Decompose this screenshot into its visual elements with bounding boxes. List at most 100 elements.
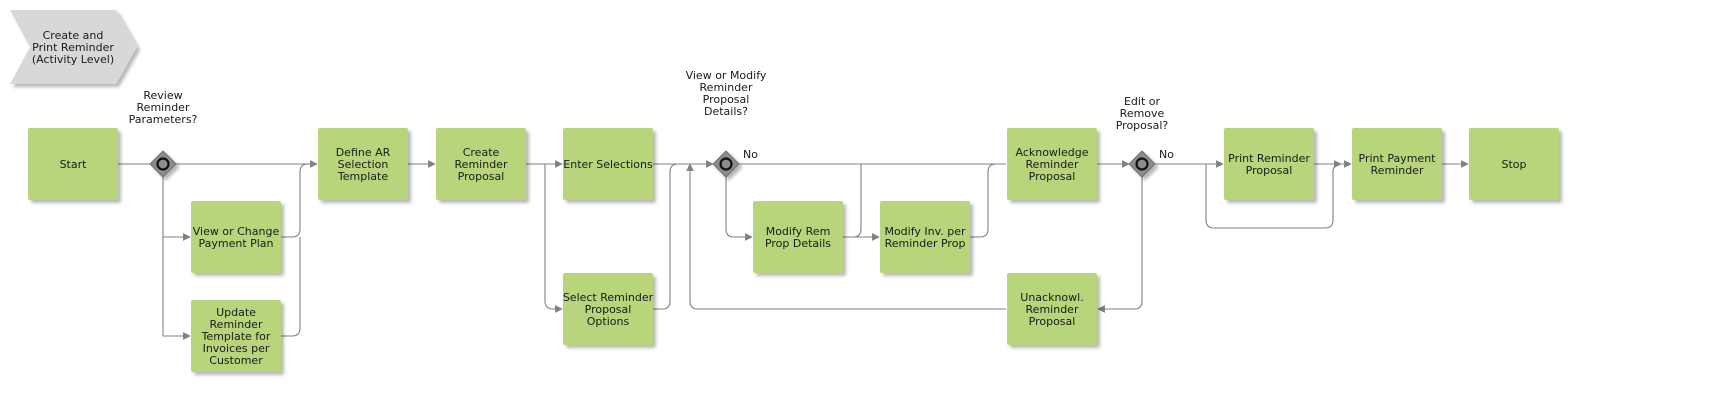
gateway-question-line: View or Modify — [686, 69, 767, 82]
gateway-question-line: Parameters? — [129, 113, 198, 126]
activity-label-line: Start — [60, 158, 88, 171]
gateway-circle-icon — [1135, 157, 1149, 171]
connector — [162, 177, 191, 241]
activity-label-line: Reminder — [455, 158, 508, 171]
activity-label-line: Payment Plan — [198, 237, 273, 250]
activity-label-line: Template for — [201, 330, 271, 343]
gateway-diamond — [712, 150, 740, 178]
gateway-question-line: Reminder — [700, 81, 753, 94]
connector-layer — [118, 160, 1469, 340]
gateway-diamond — [1128, 150, 1156, 178]
branch-label-no: No — [743, 148, 758, 161]
activity-box — [1352, 128, 1442, 200]
gateway-question-line: Remove — [1120, 107, 1165, 120]
connector — [1205, 160, 1342, 229]
activity-label: Start — [60, 158, 88, 171]
activity-label-line: Print Reminder — [1228, 152, 1310, 165]
gateway-diamond — [149, 150, 177, 178]
activity-box — [1224, 128, 1314, 200]
activity-label-line: Unacknowl. — [1020, 291, 1083, 304]
activity-label-line: Invoices per — [203, 342, 270, 355]
activity-box — [318, 128, 408, 200]
activity-enter-selections[interactable]: Enter Selections — [563, 128, 653, 200]
activity-label-line: Acknowledge — [1015, 146, 1088, 159]
activity-start[interactable]: Start — [28, 128, 118, 200]
process-title-line: Create and — [43, 29, 104, 42]
activity-label-line: Modify Inv. per — [884, 225, 966, 238]
activity-label-line: Template — [337, 170, 388, 183]
activity-label-line: Modify Rem — [766, 225, 831, 238]
activity-label-line: Stop — [1501, 158, 1526, 171]
gateway-question-line: Details? — [704, 105, 748, 118]
activity-label-line: Proposal — [1246, 164, 1293, 177]
connector — [1097, 177, 1143, 313]
process-title-line: Print Reminder — [32, 41, 114, 54]
activity-stop[interactable]: Stop — [1469, 128, 1559, 200]
connector — [281, 163, 309, 238]
activity-box — [1007, 128, 1097, 200]
activity-label-line: Define AR — [336, 146, 391, 159]
activity-label-line: Update — [216, 306, 256, 319]
activity-label-line: Customer — [209, 354, 263, 367]
activity-label-line: Reminder — [1026, 158, 1079, 171]
gateway-question-line: Review — [143, 89, 182, 102]
gateway-question-line: Reminder — [137, 101, 190, 114]
activity-label-line: Proposal — [458, 170, 505, 183]
gateway-question-line: Proposal — [703, 93, 750, 106]
gateway-circle-icon — [156, 157, 170, 171]
connector — [162, 237, 191, 340]
gateway-circle-icon — [719, 157, 733, 171]
connector — [970, 163, 997, 238]
activity-label-line: Enter Selections — [563, 158, 653, 171]
activity-label-line: Proposal — [585, 303, 632, 316]
gateway-question-line: Proposal? — [1116, 119, 1169, 132]
activity-box — [753, 201, 843, 273]
activity-label: Stop — [1501, 158, 1526, 171]
gateway-question-line: Edit or — [1124, 95, 1161, 108]
activity-label-line: Proposal — [1029, 315, 1076, 328]
connector — [843, 164, 862, 238]
activity-label-line: Reminder Prop — [885, 237, 966, 250]
connector — [544, 164, 563, 313]
connector — [281, 237, 301, 337]
activity-box — [880, 201, 970, 273]
activity-box — [191, 201, 281, 273]
activity-label: Enter Selections — [563, 158, 653, 171]
activity-label-line: Print Payment — [1359, 152, 1437, 165]
activity-label-line: Create — [463, 146, 500, 159]
activity-label-line: Reminder — [210, 318, 263, 331]
activity-label-line: Options — [587, 315, 630, 328]
activity-box — [563, 128, 653, 200]
activity-box — [1469, 128, 1559, 200]
activity-label-line: Proposal — [1029, 170, 1076, 183]
activity-box — [28, 128, 118, 200]
